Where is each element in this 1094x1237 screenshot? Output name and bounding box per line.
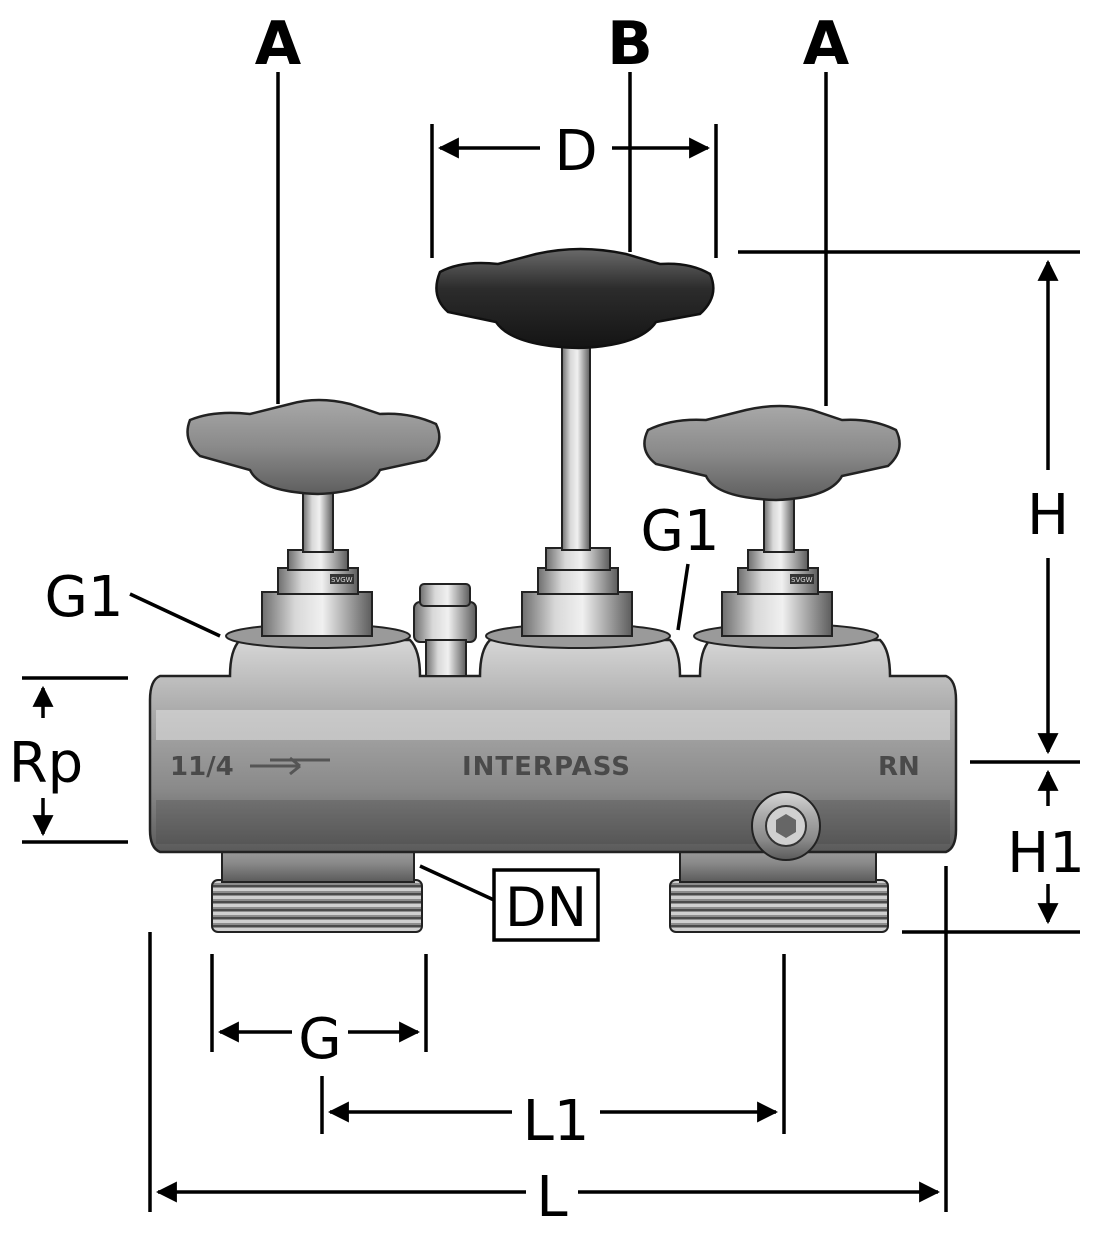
label-a-left: A: [255, 9, 302, 79]
drain-plug: [751, 791, 821, 861]
manifold-product: 11/4 INTERPASS RN SVGW: [148, 247, 958, 933]
label-d: D: [554, 119, 597, 184]
handwheel-right: [643, 404, 901, 502]
label-rp: Rp: [9, 731, 83, 796]
label-g1-left: G1: [44, 565, 123, 630]
label-h1: H1: [1007, 821, 1085, 886]
label-g: G: [298, 1007, 341, 1072]
dn-label-box: [492, 868, 600, 942]
handwheel-center: [435, 247, 715, 350]
label-a-right: A: [803, 9, 850, 79]
body-marking-size: 11/4: [170, 752, 234, 782]
nut-marking-right: SVGW: [791, 576, 813, 584]
label-b-center: B: [607, 9, 653, 79]
label-dn: DN: [505, 876, 587, 939]
dimension-lines: [22, 72, 1080, 1212]
label-g1-center: G1: [640, 499, 719, 564]
valve-left: SVGW: [186, 398, 441, 649]
nut-marking-left: SVGW: [331, 576, 353, 584]
bottom-thread-left: [211, 879, 423, 933]
vent-screw: [413, 583, 477, 677]
flow-arrow-icon: [250, 756, 330, 776]
body-marking-brand: INTERPASS: [462, 752, 631, 782]
label-l1: L1: [523, 1089, 590, 1154]
bottom-thread-right: [669, 879, 889, 933]
valve-center: [435, 247, 715, 649]
handwheel-left: [186, 398, 441, 496]
body-marking-mark: RN: [878, 752, 920, 782]
label-h: H: [1027, 483, 1069, 548]
dimension-labels: A B A D G1 G1 Rp H H1 DN G L1 L: [9, 9, 1085, 1230]
valve-right: SVGW: [643, 404, 901, 649]
label-l: L: [536, 1165, 567, 1230]
